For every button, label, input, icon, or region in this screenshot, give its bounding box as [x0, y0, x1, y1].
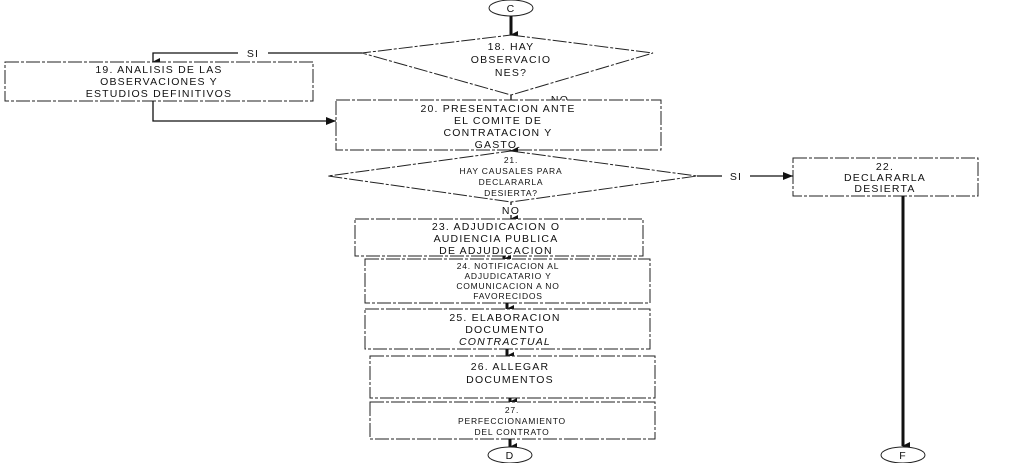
connector-label: D [506, 450, 515, 462]
step-text: 26. ALLEGAR [471, 361, 550, 373]
step-27: 27. PERFECCIONAMIENTO DEL CONTRATO [369, 401, 656, 440]
step-text: COMUNICACION A NO [456, 281, 559, 291]
connector-c: C [488, 0, 534, 17]
step-19: 19. ANALISIS DE LAS OBSERVACIONES Y ESTU… [4, 61, 314, 102]
step-text: AUDIENCIA PUBLICA [434, 233, 559, 245]
step-text: 18. HAY [488, 41, 535, 53]
step-text: DEL CONTRATO [474, 427, 549, 437]
step-text: GASTO. [475, 139, 522, 151]
yes-branch-line [152, 52, 362, 66]
step-text: 21. [504, 155, 518, 165]
step-text: 27. [505, 405, 519, 415]
step-text: DECLARARLA [479, 177, 544, 187]
step-text: DESIERTA [854, 183, 915, 195]
step-text: 23. ADJUDICACION O [432, 221, 560, 233]
step-text: DE ADJUDICACION [439, 245, 553, 257]
step-text: NES? [495, 67, 527, 79]
step-text: 20. PRESENTACION ANTE [420, 103, 575, 115]
step-text: 24. NOTIFICACION AL [457, 261, 560, 271]
step-text: PERFECCIONAMIENTO [458, 416, 566, 426]
step-text: HAY CAUSALES PARA [460, 166, 563, 176]
step-text: ADJUDICATARIO Y [464, 271, 551, 281]
step-23: 23. ADJUDICACION O AUDIENCIA PUBLICA DE … [354, 218, 644, 257]
step-text: DOCUMENTOS [466, 374, 554, 386]
step-text: EL COMITE DE [454, 115, 542, 127]
step-text: OBSERVACIONES Y [100, 76, 218, 88]
yes-label: SI [730, 171, 742, 183]
arrow [152, 101, 336, 125]
step-text: ESTUDIOS DEFINITIVOS [86, 88, 233, 100]
step-text: 25. ELABORACION [449, 312, 560, 324]
connector-d: D [487, 446, 533, 463]
step-text: DESIERTA? [484, 188, 538, 198]
step-text: DOCUMENTO [465, 324, 544, 336]
step-text: 22. [876, 161, 894, 173]
step-text: 19. ANALISIS DE LAS [95, 64, 222, 76]
step-22: 22. DECLARARLA DESIERTA [792, 157, 979, 197]
step-text: OBSERVACIO [471, 54, 551, 66]
connector-label: C [507, 3, 516, 15]
step-text: CONTRACTUAL [459, 336, 551, 348]
decision-21: 21. HAY CAUSALES PARA DECLARARLA DESIERT… [327, 150, 698, 203]
connector-label: F [899, 450, 907, 462]
step-text: DECLARARLA [844, 172, 926, 184]
step-text: CONTRATACION Y [444, 127, 553, 139]
step-26: 26. ALLEGAR DOCUMENTOS [369, 355, 656, 399]
step-20: 20. PRESENTACION ANTE EL COMITE DE CONTR… [335, 99, 662, 151]
step-text: FAVORECIDOS [473, 291, 543, 301]
decision-18: 18. HAY OBSERVACIO NES? [361, 34, 654, 96]
connector-f: F [880, 446, 926, 463]
step-24: 24. NOTIFICACION AL ADJUDICATARIO Y COMU… [364, 258, 651, 304]
no-label: NO [502, 205, 520, 217]
yes-label: SI [247, 48, 259, 60]
step-25: 25. ELABORACION DOCUMENTO CONTRACTUAL [364, 308, 651, 350]
